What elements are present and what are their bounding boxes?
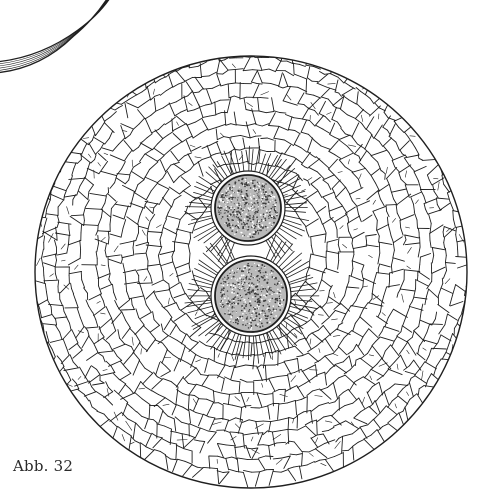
figure-caption: Abb. 32 [11, 457, 75, 475]
neighbor-cell-wall [0, 0, 112, 73]
cytoplasm-network [17, 19, 484, 487]
lower-nucleus [211, 256, 291, 336]
upper-nucleus [211, 171, 285, 245]
